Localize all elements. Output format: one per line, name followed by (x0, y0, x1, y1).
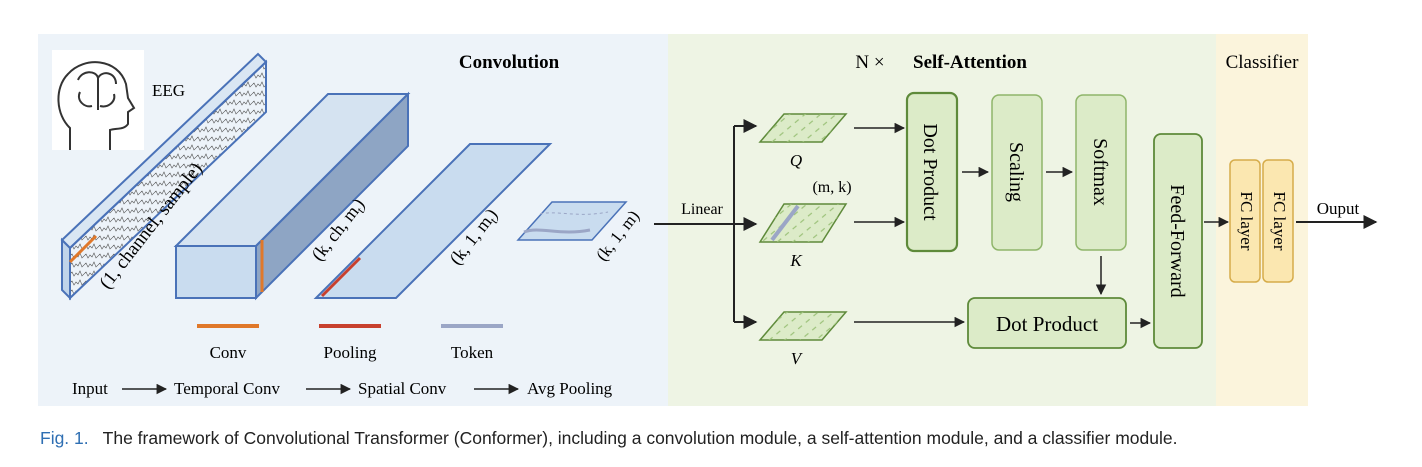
softmax-block (1075, 94, 1127, 251)
key-shape-label: (m, k) (812, 179, 851, 196)
value-label: V (791, 349, 804, 368)
classifier-title: Classifier (1226, 52, 1299, 73)
dot-product-label: Dot Product (919, 123, 941, 221)
key-plane-texture (760, 204, 846, 242)
scaling-label: Scaling (1005, 142, 1027, 202)
feed-forward-label: Feed-Forward (1166, 184, 1188, 297)
flow-temporal-conv: Temporal Conv (174, 379, 280, 398)
fc-layer-2-label: FC layer (1270, 191, 1289, 250)
figure-caption: Fig. 1. The framework of Convolutional Tr… (40, 428, 1177, 449)
figure-number: Fig. 1. (40, 428, 89, 448)
flow-spatial-conv: Spatial Conv (358, 379, 447, 398)
output-label: Ouput (1317, 199, 1360, 218)
legend-conv-label: Conv (210, 343, 247, 362)
convolution-title: Convolution (459, 52, 560, 73)
linear-label: Linear (681, 201, 723, 218)
key-token-stripe (770, 204, 800, 242)
legend-token-label: Token (451, 343, 494, 362)
conformer-diagram: Convolution N × Self-Attention Classifie… (38, 34, 1378, 406)
fc-layer-1-label: FC layer (1237, 191, 1256, 250)
flow-avg-pooling: Avg Pooling (527, 379, 613, 398)
spatial-conv-plane (313, 143, 553, 299)
fc-layer-2 (1262, 159, 1294, 283)
caption-text: The framework of Convolutional Transform… (102, 428, 1178, 448)
self-attention-title: Self-Attention (913, 52, 1027, 73)
query-plane-texture (760, 114, 846, 142)
dot-product-2-label: Dot Product (996, 312, 1098, 336)
temporal-conv-block (173, 91, 411, 301)
dot-product-2-block (967, 297, 1127, 349)
legend-pooling-label: Pooling (324, 343, 377, 362)
eeg-label: EEG (152, 81, 185, 100)
pooled-plane (516, 201, 628, 241)
softmax-label: Softmax (1089, 138, 1111, 206)
dot-product-block (905, 91, 959, 253)
value-plane-texture (760, 312, 846, 340)
attention-prefix: N × (855, 52, 884, 73)
head-brain-icon (52, 50, 144, 150)
key-label: K (789, 251, 803, 270)
fc-layer-1 (1229, 159, 1261, 283)
feed-forward-block (1153, 133, 1203, 349)
query-label: Q (790, 151, 802, 170)
linear-split-arrows (654, 119, 758, 329)
flow-input: Input (72, 379, 108, 398)
scaling-block (991, 94, 1043, 251)
eeg-signal-slab (60, 52, 268, 301)
